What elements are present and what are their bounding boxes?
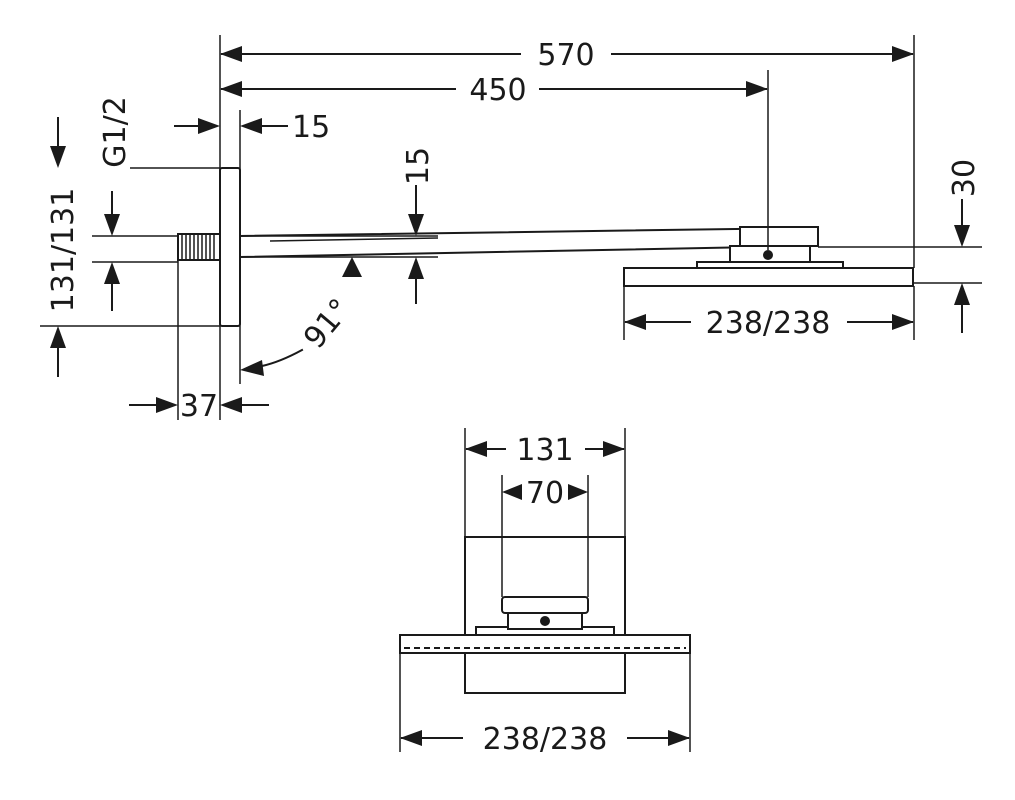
dim-front-inner: 70 xyxy=(526,476,564,511)
shower-arm xyxy=(239,226,809,259)
dim-head-height: 30 xyxy=(947,159,982,197)
side-view: 570 450 15 15 G1/2 131/131 xyxy=(40,35,982,424)
joint-screw-icon xyxy=(763,250,773,260)
dim-arm-height: 15 xyxy=(401,147,436,185)
dim-plate-thickness: 15 xyxy=(292,110,330,145)
shower-head-plate xyxy=(623,267,914,287)
dim-front-head-size: 238/238 xyxy=(483,722,608,757)
dim-thread-length: 37 xyxy=(180,389,218,424)
dim-head-size-side: 238/238 xyxy=(706,306,831,341)
wall-rosette xyxy=(219,167,241,327)
front-extension-lines xyxy=(399,428,691,752)
front-shower-head-plate xyxy=(399,634,691,654)
dim-front-width: 131 xyxy=(516,433,573,468)
dim-angle: 91° xyxy=(297,292,358,355)
arm-end-fitting xyxy=(739,226,819,247)
dim-overall-length: 570 xyxy=(537,38,594,73)
dim-rosette-size: 131/131 xyxy=(46,188,81,313)
front-view: 131 70 238/238 xyxy=(399,428,691,757)
thread-connector xyxy=(177,233,221,261)
thread-hatching xyxy=(181,234,215,260)
front-joint-upper xyxy=(501,596,589,614)
extension-lines xyxy=(40,35,982,420)
front-joint-screw-icon xyxy=(540,616,550,626)
dim-arm-length: 450 xyxy=(469,73,526,108)
dim-thread: G1/2 xyxy=(98,96,133,168)
